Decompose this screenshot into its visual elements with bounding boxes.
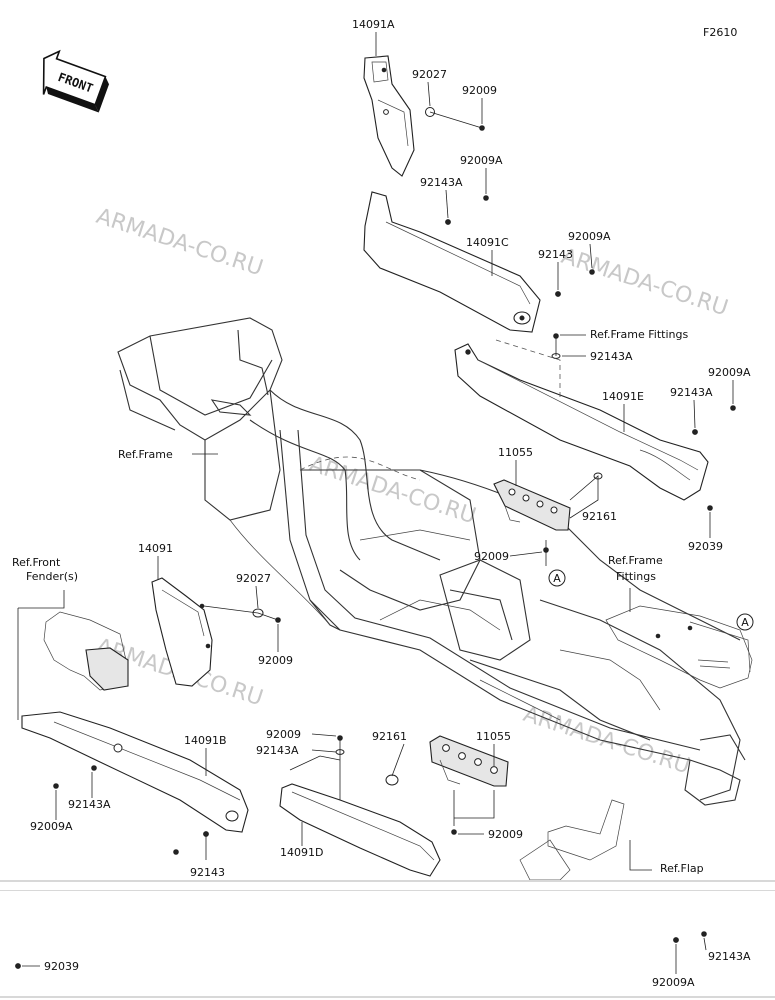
bolt-92009A-3: [730, 405, 736, 411]
label-92009-mid: 92009: [474, 550, 509, 563]
nut-92143A-1: [445, 219, 451, 225]
bolt-92009A-2: [589, 269, 595, 275]
label-92009-bottom: 92009: [488, 828, 523, 841]
part-14091: [151, 577, 213, 687]
label-ref-frame-fittings-2b: Fittings: [616, 570, 656, 583]
bolt-92039-2: [15, 963, 21, 969]
label-ref-front-fender-1: Ref.Front: [12, 556, 61, 569]
part-11055-upper: [493, 479, 571, 531]
bolt-92009A-6: [673, 937, 679, 943]
label-92143A-5: 92143A: [68, 798, 111, 811]
watermarks: ARMADA-CO.RU ARMADA-CO.RU ARMADA-CO.RU A…: [93, 204, 731, 779]
nut-92143-1: [555, 291, 561, 297]
point-a-marker-1: [548, 569, 566, 587]
frame-fittings-panel: [605, 605, 753, 689]
part-14091B: [21, 711, 249, 833]
label-92161-1: 92161: [582, 510, 617, 523]
nut-92143A-4: [91, 765, 97, 771]
label-92009A-4: 92009A: [30, 820, 73, 833]
label-ref-flap: Ref.Flap: [660, 862, 704, 875]
washer-92161-2: [385, 774, 399, 786]
watermark-5: ARMADA-CO.RU: [520, 702, 693, 779]
label-92009A-3: 92009A: [708, 366, 751, 379]
bolt-92009-bottom: [451, 829, 457, 835]
nut-92143A-3: [692, 429, 698, 435]
label-11055-1: 11055: [498, 446, 533, 459]
label-92027-mid: 92027: [236, 572, 271, 585]
part-11055-lower: [429, 735, 509, 787]
bolt-92039-1: [707, 505, 713, 511]
figure-code: F2610: [703, 26, 737, 39]
label-14091A: 14091A: [352, 18, 395, 31]
part-14091E: [454, 339, 709, 501]
label-92143-1: 92143: [538, 248, 573, 261]
front-fender-ref: [17, 590, 129, 720]
point-a-label-1: A: [553, 572, 561, 585]
label-11055-2: 11055: [476, 730, 511, 743]
part-14091C: [363, 191, 541, 333]
label-92039-2: 92039: [44, 960, 79, 973]
bolt-92009A-1: [483, 195, 489, 201]
scan-noise-band: [0, 880, 775, 998]
label-ref-front-fender-2: Fender(s): [26, 570, 78, 583]
nut-92143A-6: [701, 931, 707, 937]
label-92143A-6: 92143A: [708, 950, 751, 963]
part-14091D: [279, 783, 441, 877]
label-92009-low: 92009: [266, 728, 301, 741]
watermark-3: ARMADA-CO.RU: [306, 452, 479, 529]
label-92143A-2: 92143A: [590, 350, 633, 363]
label-14091B: 14091B: [184, 734, 227, 747]
label-ref-frame-fittings-2a: Ref.Frame: [608, 554, 663, 567]
label-92009A-1: 92009A: [460, 154, 503, 167]
label-14091: 14091: [138, 542, 173, 555]
watermark-1: ARMADA-CO.RU: [93, 204, 266, 281]
label-ref-frame: Ref.Frame: [118, 448, 173, 461]
label-92143A-1: 92143A: [420, 176, 463, 189]
bolt-92009A-4: [53, 783, 59, 789]
part-labels: 14091A 92027 92009 92009A 92143A 14091C …: [12, 18, 751, 989]
label-14091E: 14091E: [602, 390, 644, 403]
label-92027-top: 92027: [412, 68, 447, 81]
label-92161-2: 92161: [372, 730, 407, 743]
front-arrow-icon: FRONT: [42, 49, 110, 113]
label-92143A-4: 92143A: [256, 744, 299, 757]
label-92009-top: 92009: [462, 84, 497, 97]
flap-ref: [519, 799, 652, 881]
point-a-label-2: A: [741, 616, 749, 629]
watermark-2: ARMADA-CO.RU: [558, 244, 731, 321]
label-92039-1: 92039: [688, 540, 723, 553]
label-92009-left: 92009: [258, 654, 293, 667]
label-ref-frame-fittings-1: Ref.Frame Fittings: [590, 328, 688, 341]
label-14091C: 14091C: [466, 236, 509, 249]
point-a-marker-2: [736, 613, 754, 631]
label-14091D: 14091D: [280, 846, 323, 859]
label-92009A-2: 92009A: [568, 230, 611, 243]
label-92143-2: 92143: [190, 866, 225, 879]
label-92143A-3: 92143A: [670, 386, 713, 399]
part-14091A: [363, 55, 415, 177]
bolt-92009A-5: [173, 849, 179, 855]
label-92009A-5: 92009A: [652, 976, 695, 989]
